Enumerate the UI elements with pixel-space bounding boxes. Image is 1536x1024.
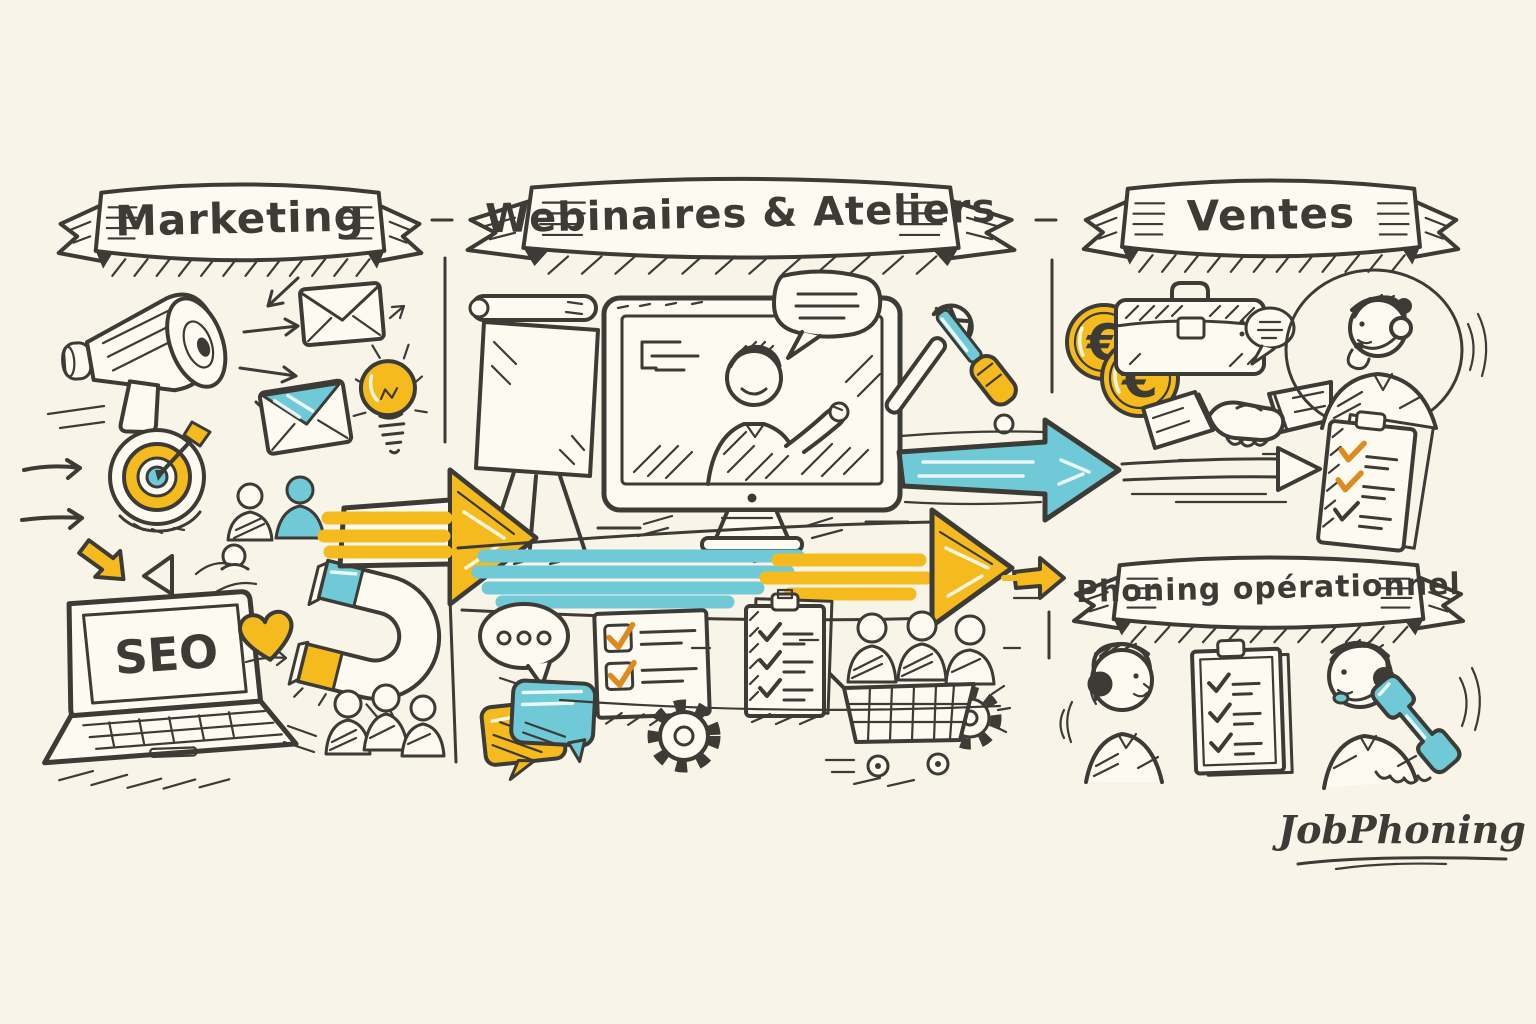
ribbon-webinars — [462, 166, 1020, 278]
checked-clipboard-icon — [1316, 410, 1435, 553]
seo-laptop-icon: SEO — [42, 589, 299, 790]
target-with-arrow-icon — [108, 420, 212, 535]
audience-group-icon — [220, 475, 326, 571]
clipboard-icon — [744, 588, 834, 726]
envelope-teal-icon — [257, 378, 354, 456]
checklist-card-icon — [592, 608, 712, 727]
banner-webinars: Webinaires & Ateliers — [462, 166, 1020, 278]
ribbon-phoning — [1070, 546, 1467, 646]
heart-icon — [238, 609, 294, 662]
banner-marketing: Marketing — [55, 172, 425, 280]
agent-man-phone-icon — [1322, 638, 1481, 790]
flipchart-icon — [468, 294, 600, 566]
small-yellow-into-phoning-arrow — [1001, 556, 1066, 600]
banner-phoning: Phoning opérationnel — [1070, 546, 1467, 646]
sales-thin-progress-arrow — [1120, 446, 1322, 504]
logo-text: JobPhoning — [1278, 806, 1526, 852]
attendees-group-icon — [846, 610, 996, 686]
logo: JobPhoning — [1278, 804, 1526, 854]
agent-woman-headset-icon — [1059, 642, 1164, 784]
leads-group-icon — [324, 683, 446, 758]
ribbon-ventes — [1080, 168, 1462, 276]
input-arrows-icon — [20, 458, 84, 530]
call-clipboard-icon — [1190, 638, 1294, 777]
lightbulb-icon — [352, 343, 428, 455]
crossed-tools-icon — [884, 303, 1018, 435]
speech-bubble-icon — [772, 269, 883, 360]
small-speech-bubble-icon — [1239, 306, 1296, 366]
briefcase-icon — [1114, 281, 1266, 376]
yellow-down-arrow-icon — [77, 538, 126, 582]
webinars-to-sales-teal-arrow — [896, 417, 1122, 523]
logo-underline — [1296, 856, 1508, 871]
cursor-triangle-icon — [142, 554, 174, 596]
ribbon-marketing — [55, 172, 425, 280]
typing-bubble-icon — [478, 602, 570, 697]
laptop-screen-text: SEO — [113, 624, 220, 685]
envelope-icon — [298, 281, 386, 348]
shopping-cart-icon — [824, 672, 1012, 788]
chat-bubbles-icon — [479, 678, 598, 781]
megaphone-icon — [61, 292, 228, 435]
banner-ventes: Ventes — [1080, 168, 1462, 276]
